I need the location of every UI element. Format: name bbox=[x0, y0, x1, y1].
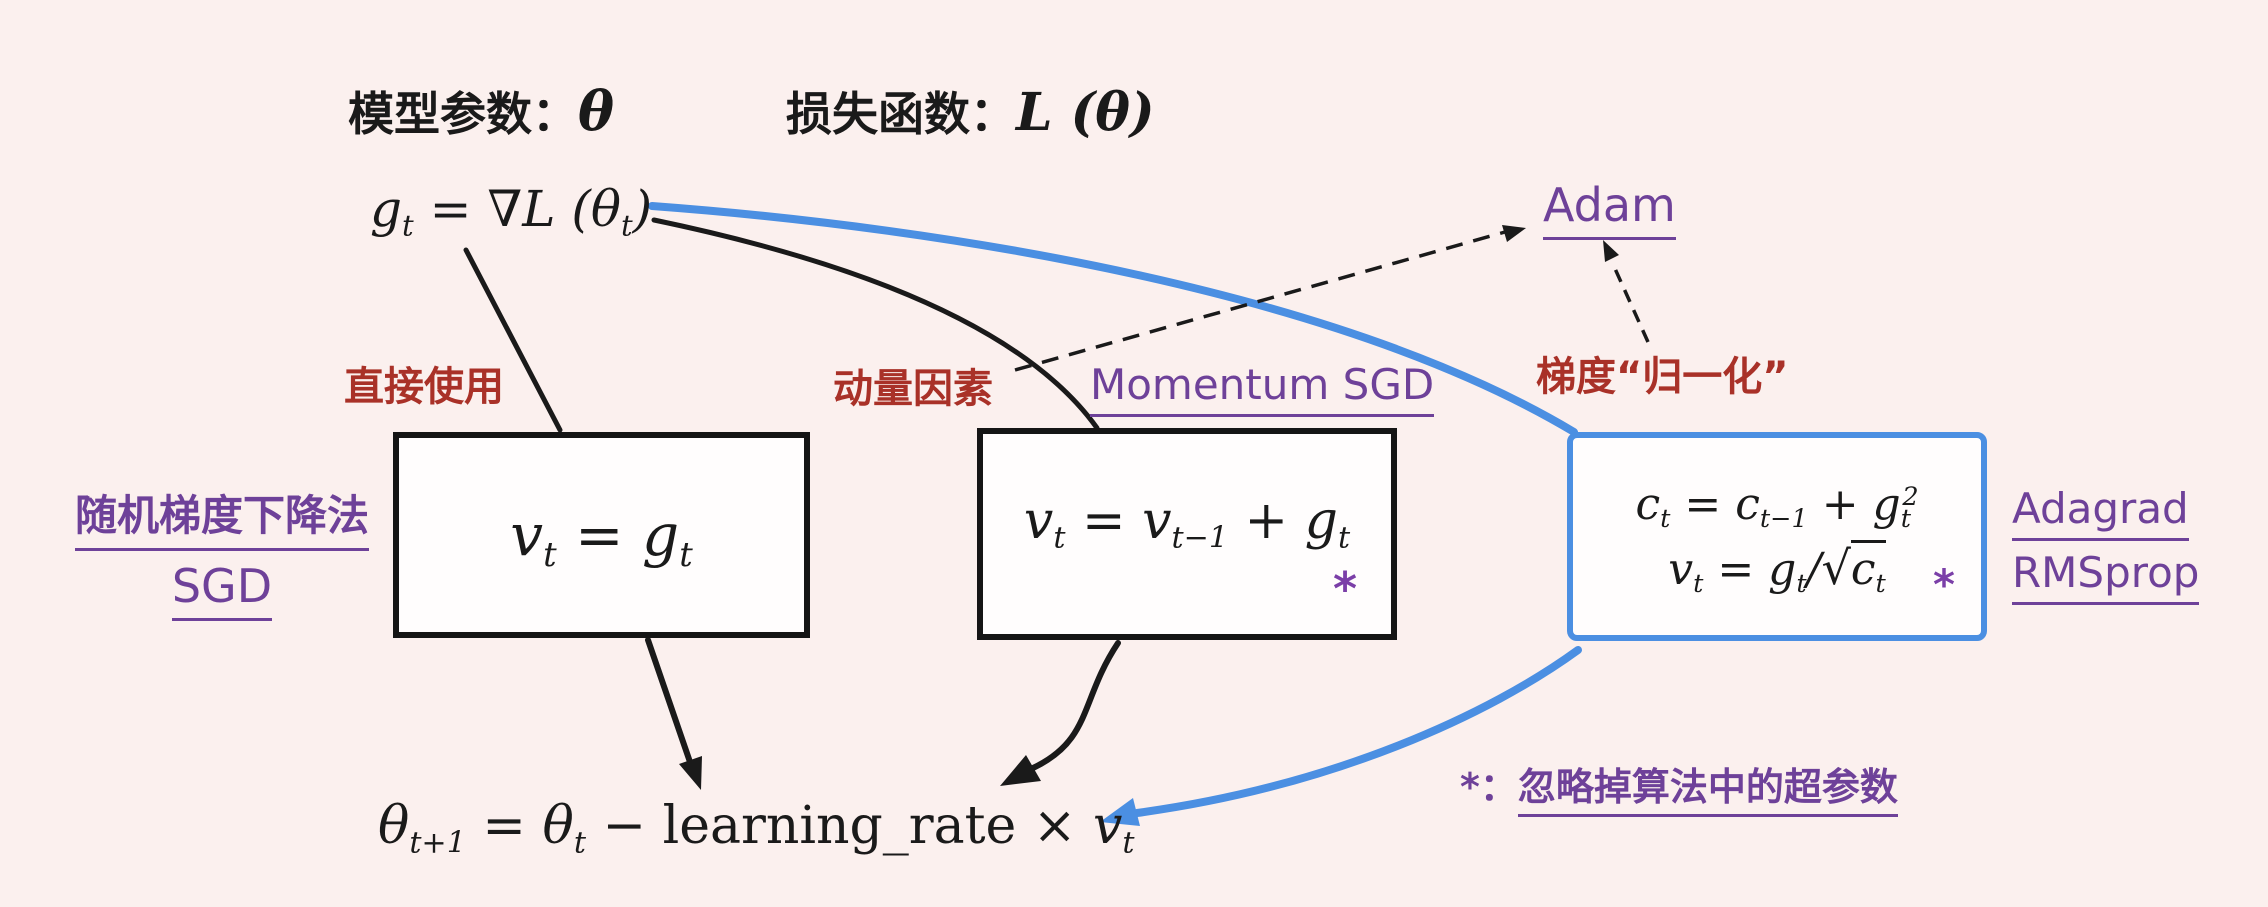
adaptive-asterisk: * bbox=[1933, 560, 1955, 609]
arrow-momentum-to-update-arrowhead bbox=[1000, 755, 1041, 786]
line-gradient-to-sgd bbox=[463, 247, 563, 433]
label-gradient-normalization: 梯度“归一化” bbox=[1536, 354, 1789, 400]
curve-gradient-to-momentum bbox=[651, 217, 1100, 431]
update-formula: θt+1 = θt − learning_rate × vt bbox=[378, 796, 1135, 861]
sgd-formula: vt = gt bbox=[510, 501, 693, 574]
gradient-formula: gt = ∇L (θt) bbox=[370, 180, 653, 243]
model-parameters-text: 模型参数： bbox=[348, 87, 578, 141]
momentum-sgd-label: Momentum SGD bbox=[1090, 360, 1435, 417]
sgd-name-en: SGD bbox=[171, 559, 273, 621]
arrow-sgd-to-update bbox=[645, 637, 693, 765]
momentum-formula: vt = vt−1 + gt bbox=[1023, 491, 1351, 556]
momentum-box: vt = vt−1 + gt * bbox=[977, 428, 1397, 640]
dashed-momentum-to-adam-arrowhead bbox=[1502, 225, 1526, 242]
label-momentum-factor: 动量因素 bbox=[833, 366, 993, 412]
adam-label: Adam bbox=[1543, 178, 1676, 240]
curve-gradient-to-adaptive bbox=[648, 202, 1578, 436]
sgd-box: vt = gt bbox=[393, 432, 810, 638]
arrow-momentum-to-update bbox=[1030, 640, 1121, 771]
loss-function-label: 损失函数：L (θ) bbox=[786, 78, 1155, 144]
adaptive-formula-2: vt = gt/√ct bbox=[1668, 539, 1886, 599]
sgd-name-zh: 随机梯度下降法 bbox=[74, 482, 369, 551]
adaptive-box: ct = ct−1 + gt2 vt = gt/√ct * bbox=[1567, 432, 1987, 641]
loss-function-text: 损失函数： bbox=[786, 87, 1016, 141]
momentum-asterisk: * bbox=[1332, 562, 1357, 616]
footnote-marker: *： bbox=[1460, 765, 1518, 809]
sgd-name-block: 随机梯度下降法 SGD bbox=[66, 482, 378, 621]
theta-symbol: θ bbox=[578, 79, 615, 143]
dashed-momentum-to-adam bbox=[1014, 230, 1506, 372]
label-direct-use: 直接使用 bbox=[344, 364, 504, 410]
adagrad-label: Adagrad bbox=[2012, 484, 2189, 541]
arrow-adaptive-to-update bbox=[1133, 646, 1582, 817]
rmsprop-label: RMSprop bbox=[2012, 548, 2200, 605]
arrow-adaptive-to-update-arrowhead bbox=[1100, 798, 1140, 826]
dashed-adaptive-to-adam bbox=[1610, 261, 1650, 343]
footnote-text: 忽略掉算法中的超参数 bbox=[1517, 765, 1898, 817]
arrow-sgd-to-update-arrowhead bbox=[679, 756, 702, 790]
dashed-adaptive-to-adam-arrowhead bbox=[1603, 240, 1619, 262]
model-parameters-label: 模型参数：θ bbox=[348, 78, 614, 144]
adaptive-formula-1: ct = ct−1 + gt2 bbox=[1635, 478, 1919, 534]
loss-symbol: L (θ) bbox=[1016, 82, 1155, 143]
footnote: *：忽略掉算法中的超参数 bbox=[1460, 756, 1898, 817]
